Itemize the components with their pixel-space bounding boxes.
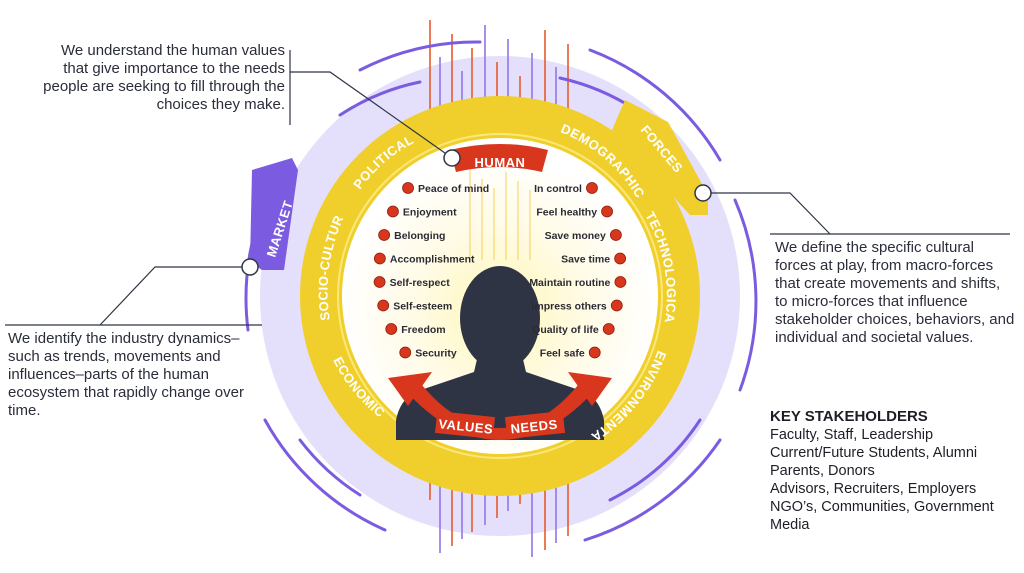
value-bullet [385,323,398,335]
human-connector-dot [443,149,461,167]
human-badge: HUMAN [450,144,548,172]
stakeholder-line: Parents, Donors [770,463,875,479]
inner-rays [469,170,531,260]
value-bullet [373,276,386,288]
need-bullet [588,346,601,359]
value-item: Self-esteem [393,301,452,313]
need-item: Quality of life [532,324,599,336]
forces-connector-dot [694,184,712,202]
need-bullet [609,229,622,241]
value-item: Freedom [401,324,445,336]
need-bullet [602,323,615,335]
need-item: In control [534,183,582,195]
market-arcs [244,40,758,542]
market-connector-dot [241,258,259,276]
need-bullet [586,182,598,194]
stakeholder-line: NGO’s, Communities, Government [770,499,994,515]
need-bullet [610,299,623,312]
values-list: Peace of mindEnjoymentBelongingAccomplis… [373,182,489,360]
value-bullet [402,182,414,194]
values-needs-arrow: VALUES NEEDS [388,372,612,440]
value-bullet [378,229,391,241]
callout-connectors [5,50,1010,326]
need-item: Feel healthy [536,207,597,219]
market-callout: We identify the industry dynamics–such a… [8,330,244,419]
need-item: Save time [561,254,610,266]
need-bullet [601,205,613,218]
value-item: Accomplishment [390,254,475,266]
value-bullet [373,252,386,265]
need-item: Maintain routine [529,277,610,289]
value-item: Peace of mind [418,183,489,195]
stakeholder-line: Media [770,517,810,533]
stakeholder-line: Faculty, Staff, Leadership [770,427,934,443]
value-item: Self-respect [390,277,451,289]
stakeholder-line: Current/Future Students, Alumni [770,445,978,461]
value-item: Enjoyment [403,207,457,219]
stakeholder-line: Advisors, Recruiters, Employers [770,481,977,497]
values-label: VALUES [438,416,494,437]
needs-label: NEEDS [510,417,559,437]
value-bullet [399,346,412,359]
value-item: Security [415,348,457,360]
value-item: Belonging [394,230,445,242]
forces-callout: We define the specific cultural forces a… [775,239,1015,346]
human-label: HUMAN [475,155,526,170]
value-bullet [387,205,399,218]
need-item: Feel safe [540,348,585,360]
key-stakeholders: KEY STAKEHOLDERS Faculty, Staff, Leaders… [770,408,1020,534]
stakeholders-title: KEY STAKEHOLDERS [770,408,928,425]
need-item: Impress others [531,301,606,313]
value-bullet [377,299,390,312]
need-bullet [614,276,627,288]
need-bullet [614,252,627,265]
need-item: Save money [545,230,606,242]
human-callout: We understand the human values that give… [43,42,285,113]
